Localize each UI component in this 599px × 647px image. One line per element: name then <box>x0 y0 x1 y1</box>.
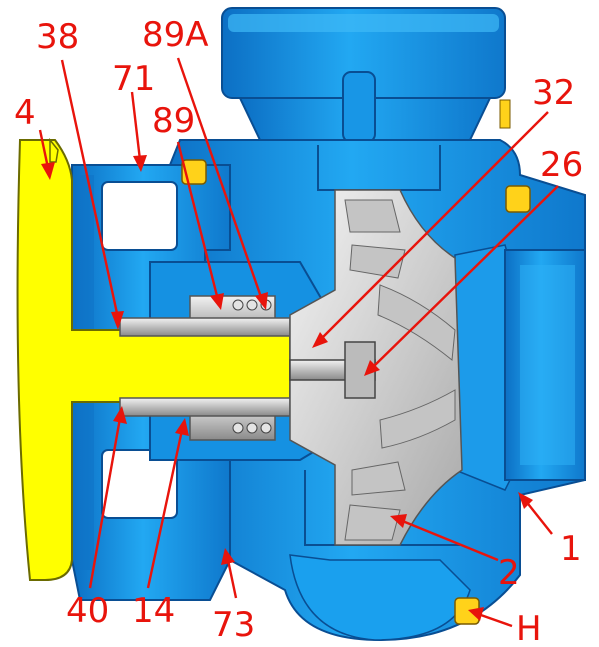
callout-73: 73 <box>212 605 255 645</box>
callout-71: 71 <box>112 59 155 99</box>
callout-2: 2 <box>498 553 520 593</box>
callout-38: 38 <box>36 17 79 57</box>
callout-26: 26 <box>540 145 583 185</box>
callout-32: 32 <box>532 73 575 113</box>
callout-89A: 89A <box>142 15 209 55</box>
shaft <box>16 137 291 581</box>
shaft-sleeve-lower <box>119 397 291 417</box>
callout-4: 4 <box>14 93 36 133</box>
callout-1: 1 <box>560 529 582 569</box>
drain-plugs <box>181 99 531 625</box>
discharge-flange <box>221 7 506 143</box>
callout-14: 14 <box>132 591 175 631</box>
callout-89: 89 <box>152 101 195 141</box>
shaft-sleeve-upper <box>119 317 291 337</box>
callout-leaders <box>38 57 559 628</box>
callout-40: 40 <box>66 591 109 631</box>
callout-H: H <box>516 609 542 647</box>
